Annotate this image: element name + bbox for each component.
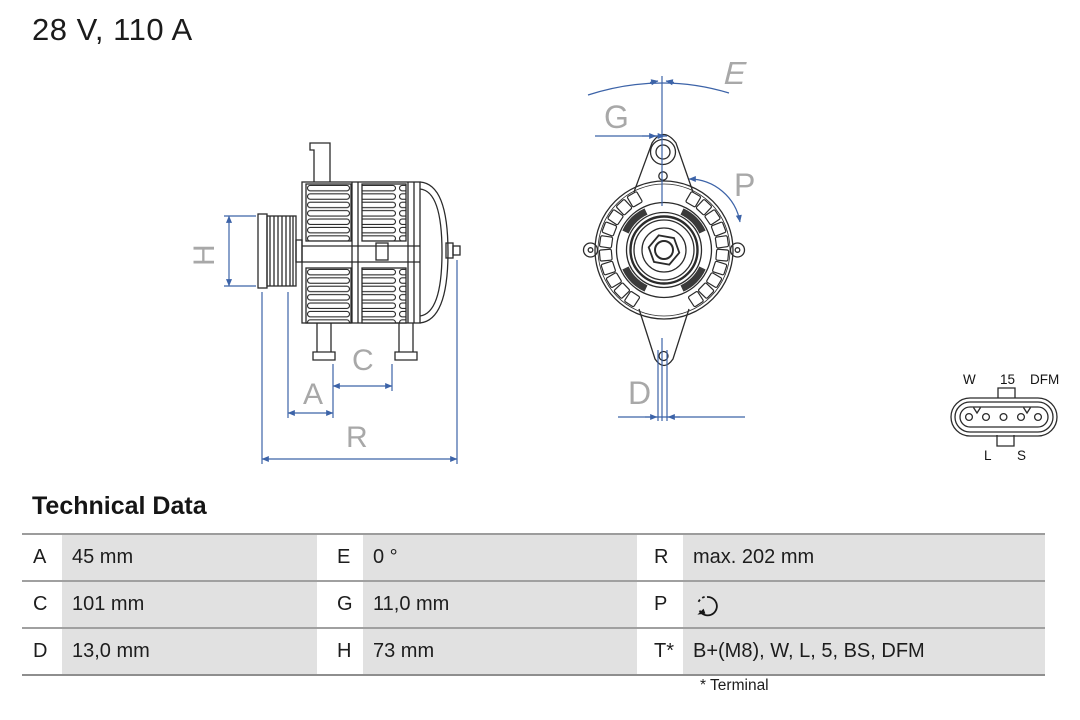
connector-pin-label-w: W [963,372,976,387]
spec-value-a: 45 mm [62,535,317,580]
technical-data-heading: Technical Data [32,492,207,520]
dim-label-G: G [604,99,629,135]
spec-value-h: 73 mm [363,629,637,674]
spec-row: C 101 mm G 11,0 mm P [22,582,1045,629]
spec-key-h: H [317,629,363,674]
spec-table: A 45 mm E 0 ° R max. 202 mm C 101 mm G 1… [22,533,1045,676]
connector-pin-label-s: S [1017,448,1026,463]
spec-key-r: R [637,535,683,580]
rotation-direction-icon [697,595,718,616]
front-view-drawing [582,133,746,367]
dim-label-C: C [352,344,374,377]
spec-key-g: G [317,582,363,627]
side-view-drawing [257,142,461,361]
front-view-dimensions [587,76,745,421]
alternator-technical-drawing: H A C R [188,55,1059,464]
spec-value-c: 101 mm [62,582,317,627]
connector-pin-label-15: 15 [1000,372,1015,387]
page-title: 28 V, 110 A [32,12,193,47]
dim-label-A: A [303,378,323,411]
side-view-dimensions [224,215,458,464]
spec-key-c: C [22,582,62,627]
spec-value-t: B+(M8), W, L, 5, BS, DFM [683,629,1045,674]
spec-value-r: max. 202 mm [683,535,1045,580]
spec-row: A 45 mm E 0 ° R max. 202 mm [22,535,1045,582]
spec-key-d: D [22,629,62,674]
spec-value-e: 0 ° [363,535,637,580]
spec-value-d: 13,0 mm [62,629,317,674]
spec-row: D 13,0 mm H 73 mm T* B+(M8), W, L, 5, BS… [22,629,1045,674]
footnote-terminal: * Terminal [700,677,769,694]
spec-value-p [683,582,1045,627]
dim-label-P: P [734,167,755,203]
dim-label-D: D [628,375,651,411]
dim-label-H: H [188,244,221,266]
spec-value-g: 11,0 mm [363,582,637,627]
spec-key-e: E [317,535,363,580]
spec-key-p: P [637,582,683,627]
spec-key-t: T* [637,629,683,674]
dim-label-E: E [720,55,750,90]
connector-pin-label-dfm: DFM [1030,372,1059,387]
spec-key-a: A [22,535,62,580]
connector-pinout-diagram [950,387,1058,447]
dim-label-R: R [346,421,368,454]
connector-pin-label-l: L [984,448,992,463]
